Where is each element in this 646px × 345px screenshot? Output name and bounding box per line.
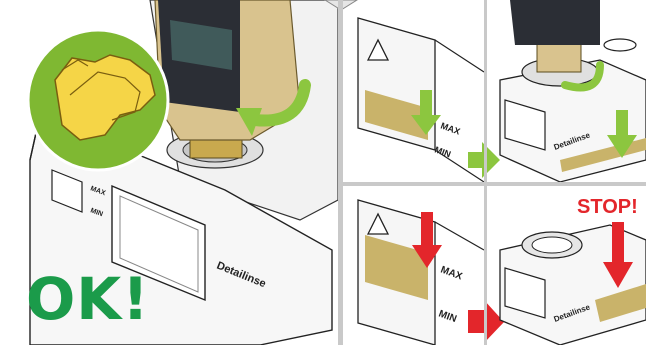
divider-horizontal — [343, 182, 646, 186]
stop-label: STOP! — [577, 197, 638, 217]
svg-text:MIN: MIN — [433, 144, 452, 159]
svg-text:MAX: MAX — [439, 120, 461, 136]
svg-text:MIN: MIN — [437, 308, 458, 325]
fill-level-ok-illustration: MAX MIN — [358, 18, 500, 182]
ok-label: OK! — [26, 270, 150, 328]
refill-bottle-illustration: Detailinse — [500, 0, 646, 182]
dispenser-full-illustration: Detailinse — [500, 222, 646, 345]
gloves-icon — [28, 30, 168, 170]
divider-vertical — [338, 0, 343, 345]
svg-text:MAX: MAX — [439, 264, 464, 282]
divider-vertical-right — [484, 0, 487, 345]
fill-level-max-illustration: MAX MIN — [358, 200, 504, 345]
